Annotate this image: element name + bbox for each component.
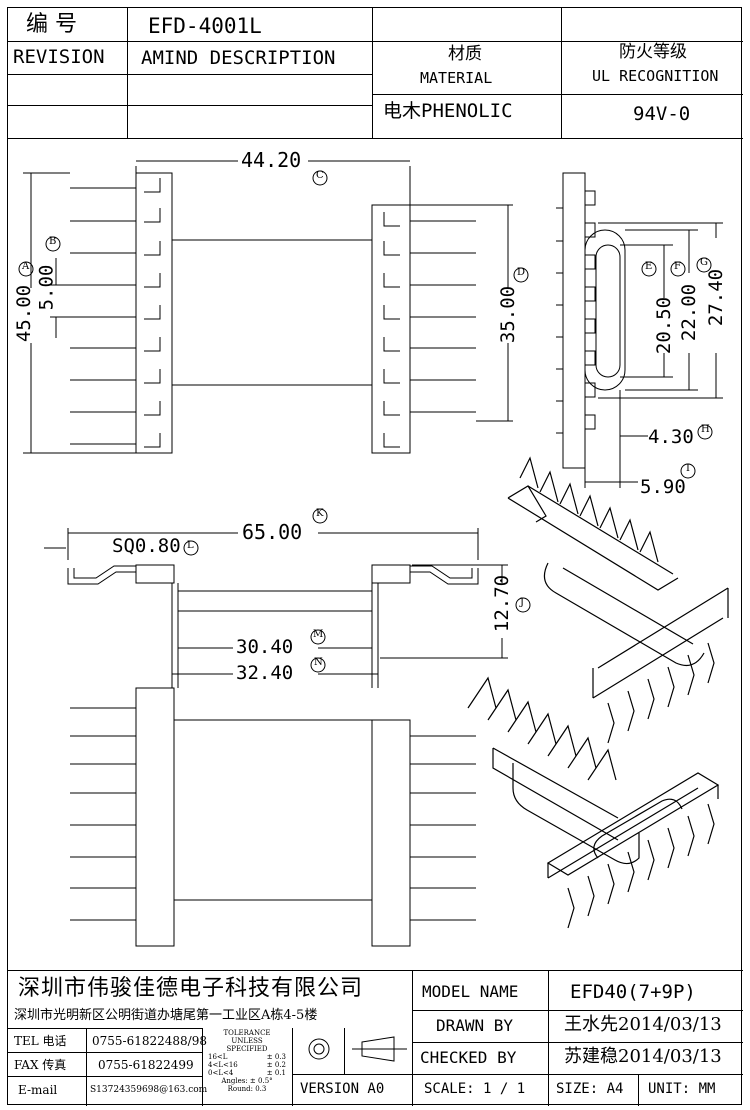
dim-G-letter: G — [700, 257, 708, 268]
dim-M-letter: M — [313, 629, 324, 640]
email-value: S13724359698@163.com — [90, 1085, 208, 1095]
dim-N-letter: N — [314, 657, 323, 668]
right-slots — [383, 212, 400, 448]
tel-value: 0755-61822488/98 — [92, 1034, 207, 1048]
dim-M-value: 30.40 — [236, 636, 294, 658]
ul-value: 94V-0 — [633, 103, 691, 125]
dim-L-value: SQ0.80 — [112, 535, 181, 557]
dim-I-value: 5.90 — [640, 476, 686, 498]
checked-by-label: CHECKED BY — [420, 1048, 517, 1067]
dim-A-letter: A — [22, 261, 30, 272]
drawn-by-label: DRAWN BY — [436, 1016, 514, 1035]
tolerance-row: 16<L± 0.3 — [208, 1053, 286, 1061]
model-name-value: EFD40(7+9P) — [570, 981, 696, 1003]
tel-label: TEL 电话 — [14, 1034, 67, 1048]
dim-H-value: 4.30 — [648, 426, 694, 448]
dim-F-letter: F — [674, 261, 681, 272]
tolerance-row: 4<L<16± 0.2 — [208, 1061, 286, 1069]
top-view — [23, 160, 513, 454]
dim-D-value: 35.00 — [497, 285, 520, 344]
isometric-view — [467, 456, 729, 929]
tolerance-specified: SPECIFIED — [226, 1045, 268, 1053]
dim-H-letter: H — [701, 424, 710, 435]
tolerance-title: TOLERANCE — [223, 1029, 271, 1037]
tolerance-unless: UNLESS — [231, 1037, 263, 1045]
dim-C-letter: C — [316, 170, 324, 181]
code-value: EFD-4001L — [148, 14, 262, 38]
tolerance-block: TOLERANCE UNLESS SPECIFIED 16<L± 0.3 4<L… — [204, 1029, 290, 1093]
fax-label: FAX 传真 — [14, 1058, 67, 1072]
front-view — [44, 528, 508, 688]
checked-by-value: 苏建稳2014/03/13 — [564, 1046, 722, 1067]
dim-F-value: 22.00 — [678, 283, 701, 342]
dim-L-letter: L — [187, 540, 194, 551]
tolerance-angles: Angles: ± 0.5° — [221, 1077, 273, 1085]
material-cn-label: 材质 — [448, 44, 482, 64]
fax-value: 0755-61822499 — [98, 1058, 194, 1072]
company-name: 深圳市伟骏佳德电子科技有限公司 — [18, 976, 364, 1001]
dim-K-letter: K — [316, 508, 324, 519]
dim-K-value: 65.00 — [242, 520, 303, 544]
dim-J-value: 12.70 — [491, 574, 514, 633]
dim-A-value: 45.00 — [13, 284, 36, 343]
drawn-by-value: 王水先2014/03/13 — [564, 1014, 722, 1035]
ul-en-label: UL RECOGNITION — [592, 67, 719, 85]
dim-E-value: 20.50 — [653, 296, 676, 355]
model-name-label: MODEL NAME — [422, 982, 519, 1001]
revision-label: REVISION — [13, 46, 105, 68]
dim-B-letter: B — [49, 236, 57, 247]
unit-label: UNIT: MM — [648, 1081, 716, 1097]
left-pins — [70, 187, 136, 445]
dim-N-value: 32.40 — [236, 662, 294, 684]
projection-symbol-icon — [308, 1036, 407, 1062]
dim-D-letter: D — [517, 267, 526, 278]
right-pins — [410, 220, 476, 413]
dim-I-letter: I — [686, 463, 690, 474]
dim-C-value: 44.20 — [241, 148, 302, 172]
size-label: SIZE: A4 — [556, 1081, 624, 1097]
email-label: E-mail — [18, 1083, 58, 1097]
material-en-label: MATERIAL — [420, 69, 493, 87]
scale-label: SCALE: 1 / 1 — [424, 1081, 526, 1097]
material-value: 电木PHENOLIC — [383, 100, 513, 122]
left-slots — [144, 178, 161, 448]
version-label: VERSION A0 — [300, 1081, 385, 1097]
dim-B-value: 5.00 — [35, 264, 58, 311]
drawing-sheet: 编 号 EFD-4001L REVISION AMIND DESCRIPTION… — [7, 7, 743, 1106]
ul-cn-label: 防火等级 — [619, 42, 687, 62]
tolerance-round: Round: 0.3 — [227, 1085, 267, 1093]
dim-E-letter: E — [645, 261, 653, 272]
amind-description-label: AMIND DESCRIPTION — [141, 47, 336, 69]
dimension-markers — [18, 170, 713, 673]
side-view — [556, 172, 723, 488]
tolerance-row: 0<L<4± 0.1 — [208, 1069, 286, 1077]
technical-drawing — [18, 160, 729, 947]
bottom-view — [70, 687, 476, 947]
company-address: 深圳市光明新区公明街道办塘尾第一工业区A栋4-5楼 — [14, 1008, 318, 1023]
dim-J-letter: J — [520, 597, 525, 608]
code-label: 编 号 — [26, 12, 77, 37]
dim-G-value: 27.40 — [705, 268, 728, 327]
